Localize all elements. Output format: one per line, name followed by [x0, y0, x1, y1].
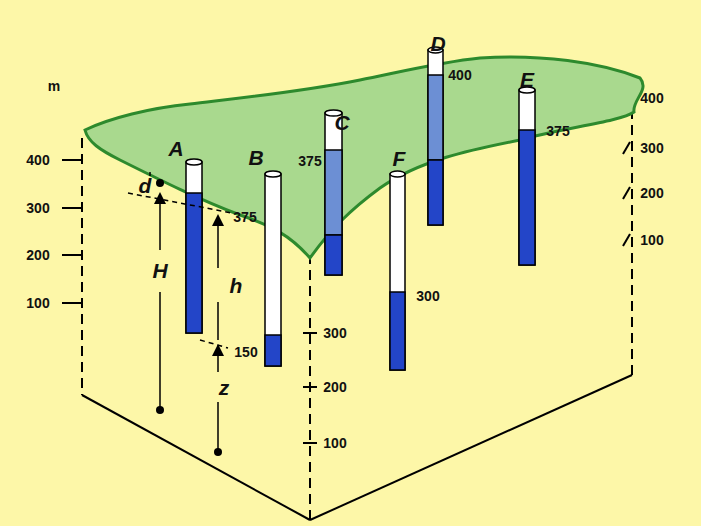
elevation-label: 100: [640, 233, 663, 247]
elevation-label: 375: [233, 210, 256, 224]
elevation-label: 375: [546, 124, 569, 138]
elevation-label: 400: [640, 91, 663, 105]
elevation-label: 375: [298, 154, 321, 168]
symbol-label: C: [334, 112, 349, 133]
symbol-label: H: [152, 260, 167, 281]
elevation-label: 300: [640, 141, 663, 155]
elevation-label: 200: [640, 186, 663, 200]
symbol-label: z: [219, 377, 230, 398]
symbol-label: h: [230, 275, 243, 296]
head-lines: [128, 172, 232, 452]
elevation-label: 100: [26, 296, 49, 310]
piezometers: [186, 47, 535, 370]
elevation-label: 400: [26, 153, 49, 167]
symbol-label: F: [393, 148, 406, 169]
ground-surface: [85, 57, 643, 258]
elevation-label: 200: [26, 248, 49, 262]
elevation-label: 300: [416, 289, 439, 303]
symbol-label: D: [430, 33, 445, 54]
elevation-label: 300: [26, 201, 49, 215]
symbol-label: A: [168, 138, 183, 159]
symbol-label: B: [248, 147, 263, 168]
elevation-label: m: [48, 79, 60, 93]
elevation-label: 100: [323, 436, 346, 450]
symbol-label: E: [520, 69, 534, 90]
elevation-label: 400: [448, 68, 471, 82]
elevation-label: 200: [323, 380, 346, 394]
elevation-label: 150: [234, 345, 257, 359]
elevation-label: 300: [323, 326, 346, 340]
datum-points: [156, 179, 222, 456]
symbol-label: d: [139, 175, 152, 196]
